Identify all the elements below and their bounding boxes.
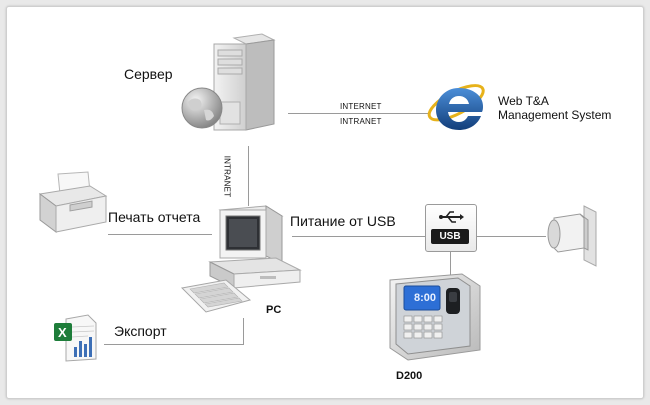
line-server-pc bbox=[248, 146, 249, 206]
line-pc-usb bbox=[292, 236, 426, 237]
usb-icon: USB bbox=[425, 204, 477, 252]
printer-icon bbox=[38, 171, 108, 233]
pc-icon bbox=[208, 205, 302, 289]
usb-symbol-icon bbox=[439, 211, 464, 223]
excel-file-icon bbox=[54, 314, 97, 362]
pc-label: PC bbox=[266, 304, 282, 316]
keyboard-icon bbox=[180, 279, 252, 313]
internet-label: INTERNET bbox=[340, 102, 382, 111]
device-label: D200 bbox=[396, 370, 423, 382]
export-label: Экспорт bbox=[114, 323, 167, 339]
line-export-vertical bbox=[243, 318, 244, 344]
ie-logo-icon bbox=[427, 84, 485, 130]
line-usb-adapter bbox=[474, 236, 546, 237]
globe-icon bbox=[181, 87, 223, 129]
intranet-label-horizontal: INTRANET bbox=[340, 117, 382, 126]
line-usb-device bbox=[450, 250, 451, 280]
usb-badge: USB bbox=[431, 229, 469, 244]
excel-letter: X bbox=[58, 325, 67, 340]
server-label: Сервер bbox=[124, 66, 173, 82]
usb-power-label: Питание от USB bbox=[290, 213, 396, 229]
power-adapter-icon bbox=[547, 205, 597, 267]
intranet-label-vertical: INTRANET bbox=[222, 155, 232, 198]
line-printer-pc bbox=[108, 234, 212, 235]
diagram-frame bbox=[6, 6, 644, 399]
line-export-horizontal bbox=[104, 344, 244, 345]
print-report-label: Печать отчета bbox=[108, 209, 201, 225]
line-server-web bbox=[288, 113, 430, 114]
web-system-title-line1: Web T&A bbox=[498, 94, 549, 108]
time-attendance-terminal-icon bbox=[389, 273, 481, 361]
device-screen-time: 8:00 bbox=[414, 292, 437, 304]
web-system-title-line2: Management System bbox=[498, 108, 612, 122]
